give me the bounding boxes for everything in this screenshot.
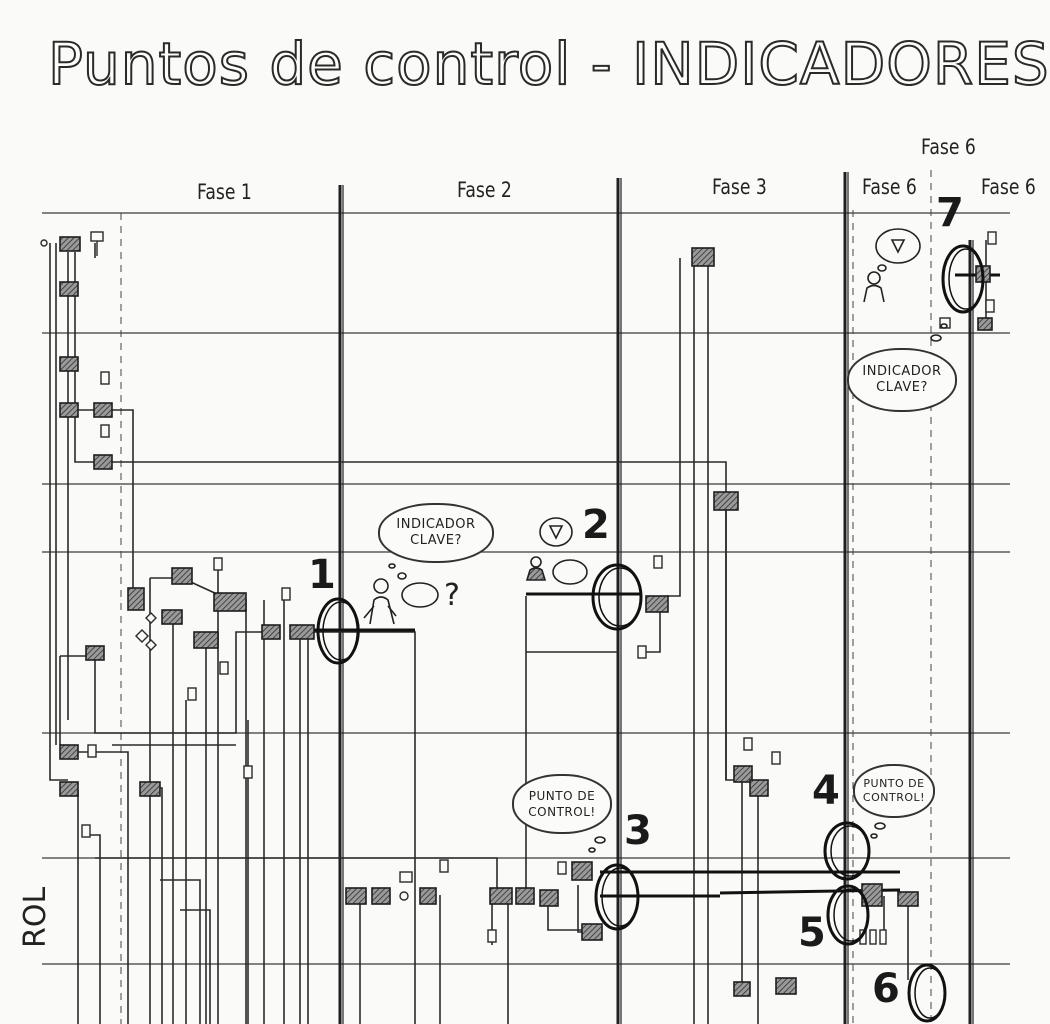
connectors-mid — [314, 240, 987, 1024]
control-bubble-left-text: PUNTO DE CONTROL! — [528, 789, 596, 819]
phase-label-2: Fase 2 — [457, 178, 512, 202]
checkpoint-number-6: 6 — [872, 966, 900, 1012]
checkpoint-number-5: 5 — [798, 910, 826, 956]
indicator-bubble-left-text: INDICADOR CLAVE? — [396, 517, 476, 548]
phase-label-1: Fase 1 — [197, 180, 252, 204]
person-figures — [363, 271, 885, 625]
page-title: Puntos de control - INDICADORES — [47, 29, 1050, 99]
indicator-bubble-left: INDICADOR CLAVE? — [378, 503, 494, 563]
process-diagram — [40, 170, 1010, 1024]
indicator-bubble-right-text: INDICADOR CLAVE? — [862, 364, 942, 395]
control-bubble-right: PUNTO DE CONTROL! — [853, 764, 935, 818]
task-boxes — [59, 236, 993, 997]
checkpoint-number-2: 2 — [582, 502, 610, 548]
phase-label-6-top: Fase 6 — [921, 135, 976, 159]
question-mark: ? — [444, 578, 460, 613]
phase-label-6: Fase 6 — [862, 175, 917, 199]
phase-label-6-right: Fase 6 — [981, 175, 1036, 199]
thought-dots — [388, 228, 948, 853]
phase-label-3: Fase 3 — [712, 175, 767, 199]
checkpoint-number-4: 4 — [812, 768, 840, 814]
sketch-canvas: Puntos de control - INDICADORES Fase 1 F… — [18, 29, 1050, 1024]
checkpoint-number-3: 3 — [624, 808, 652, 854]
checkpoint-number-1: 1 — [308, 552, 336, 598]
role-label: ROL — [18, 886, 53, 948]
alert-marks — [548, 239, 906, 540]
checkpoint-circles — [316, 244, 985, 1023]
indicator-bubble-right: INDICADOR CLAVE? — [847, 348, 957, 412]
phase-dividers — [338, 172, 974, 1024]
checkpoint-number-7: 7 — [936, 190, 964, 236]
control-bubble-left: PUNTO DE CONTROL! — [512, 774, 612, 834]
control-bubble-right-text: PUNTO DE CONTROL! — [862, 777, 926, 804]
